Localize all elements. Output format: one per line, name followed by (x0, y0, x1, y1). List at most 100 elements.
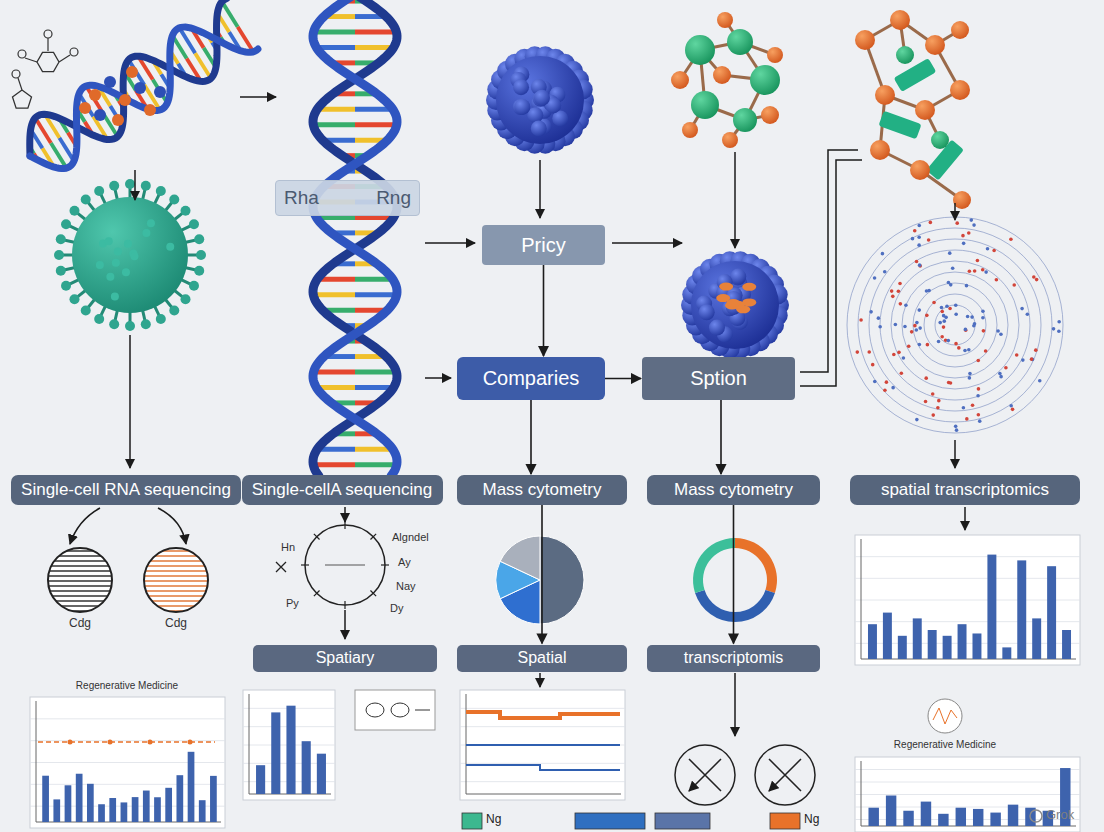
grid-line (460, 708, 625, 709)
data-bar (1062, 630, 1071, 659)
process-box: Comparies (457, 357, 605, 400)
chart (30, 697, 225, 828)
network-ring (869, 239, 1041, 411)
grid-line (855, 556, 1080, 557)
network-dot (1030, 357, 1034, 361)
molecule (671, 12, 783, 148)
virus-knob (81, 194, 91, 204)
virus-knob (194, 234, 204, 244)
virus-knob (109, 319, 119, 329)
network-dot (970, 315, 974, 319)
network-dot (1057, 320, 1061, 324)
virus-knob (169, 194, 179, 204)
inset-panel (355, 690, 435, 730)
process-box: Sption (642, 357, 795, 400)
network-dot (998, 372, 1002, 376)
chart-ground (855, 535, 1080, 665)
network-dot (900, 371, 904, 375)
network-dot (1009, 404, 1013, 408)
virus-knob (56, 266, 66, 276)
surface-spot (742, 283, 756, 291)
stripe (144, 590, 208, 591)
network-dot (954, 425, 958, 429)
network-dot (917, 224, 921, 228)
small-molecules (12, 30, 78, 108)
donut-slice (695, 590, 775, 622)
atom-ball (134, 82, 146, 94)
network-ring (913, 283, 997, 367)
atom-ball (671, 71, 689, 89)
network-dot (897, 289, 901, 293)
grid-line (855, 600, 1080, 601)
network-dot (962, 242, 966, 246)
base-pair (222, 2, 238, 27)
axis-line (249, 694, 250, 794)
atom-ball (896, 46, 914, 64)
data-bar (302, 741, 311, 794)
protein-particle (486, 46, 594, 153)
flow-arrow (425, 242, 475, 244)
network-ring (902, 272, 1008, 378)
atom-ball (910, 160, 930, 180)
dna-strand (313, 0, 397, 476)
atom-ball (931, 131, 949, 149)
trend-dot (108, 740, 113, 745)
atom-ball (722, 132, 738, 148)
molecule (855, 10, 971, 209)
network-dot (867, 350, 871, 354)
network-dot (968, 269, 972, 273)
axis-line (861, 659, 1076, 660)
network-dot (977, 413, 981, 417)
surface-spot (105, 237, 113, 245)
trend-dot (68, 740, 73, 745)
virus-knob (61, 219, 71, 229)
data-bar (199, 800, 206, 822)
base-pair (355, 30, 396, 35)
cycle-symbol (276, 521, 389, 609)
network-dot (940, 306, 944, 310)
virus-knob (109, 181, 119, 191)
flow-connector (720, 400, 722, 474)
protein-particle (681, 251, 789, 358)
virus-knob (156, 314, 166, 324)
base-pair (355, 122, 397, 127)
virus-knob (141, 319, 151, 329)
label-box: RhaRng (275, 180, 420, 216)
atom-ball (727, 29, 753, 55)
stripe (144, 580, 208, 581)
atom-ball (761, 106, 779, 124)
network-dot (1011, 408, 1015, 412)
network-dot (940, 310, 944, 314)
cell-fill (48, 548, 112, 612)
ring-plate (894, 58, 937, 92)
text-row: transcriptomis (684, 649, 784, 667)
cell-fill (144, 548, 208, 612)
flow-arrow (734, 673, 736, 736)
network-dot (995, 278, 999, 282)
network-dot (982, 329, 986, 333)
data-bar (883, 613, 892, 659)
flow-arrow (539, 673, 541, 687)
virus-knob (69, 206, 79, 216)
axis-line (861, 761, 862, 826)
network-dot (973, 322, 977, 326)
grid-line (855, 769, 1080, 770)
base-pair (355, 462, 397, 467)
cycle-tick (381, 564, 389, 565)
atom-ball (875, 85, 895, 105)
network-dot (963, 349, 967, 353)
node-text: Sption (690, 367, 747, 390)
network-dot (976, 259, 980, 263)
network-dot (976, 359, 980, 363)
network-dot (945, 304, 949, 308)
data-bar (903, 811, 913, 826)
ring-symbol (37, 52, 59, 71)
dna-helix (313, 0, 397, 476)
network-dot (981, 309, 985, 313)
cell-outline (144, 548, 208, 612)
stripe (48, 560, 112, 561)
atom-ball (144, 104, 156, 116)
bond-line (59, 55, 70, 62)
data-bar (943, 636, 952, 659)
